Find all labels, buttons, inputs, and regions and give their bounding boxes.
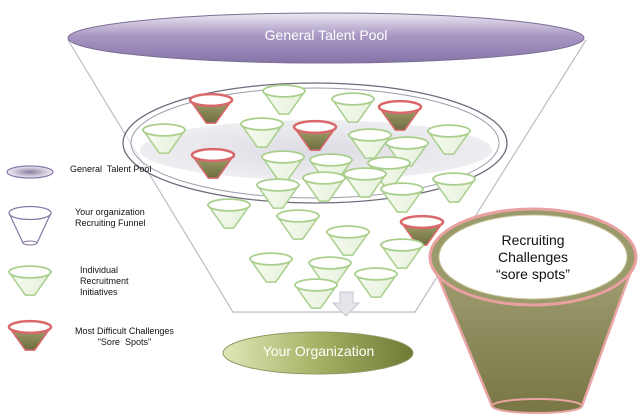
sore-spot-cup-22 <box>399 214 445 246</box>
initiative-cup-20 <box>206 198 252 229</box>
initiative-cup-24 <box>379 238 425 269</box>
initiative-cup-23 <box>325 225 371 256</box>
your-organization-label: Your Organization <box>262 343 375 359</box>
initiative-cup-10 <box>384 136 430 167</box>
legend-pool-label: General Talent Pool <box>70 164 152 174</box>
general-talent-pool-label: General Talent Pool <box>264 27 388 43</box>
legend-sore-spot-icon <box>7 319 53 351</box>
initiative-cup-12 <box>260 150 306 181</box>
legend-initiatives-label: Individual Recruitment Initiatives <box>80 265 129 297</box>
initiative-cup-2 <box>261 84 307 115</box>
initiative-cup-21 <box>275 209 321 240</box>
initiative-cup-9 <box>426 124 472 155</box>
sore-spot-cup-7 <box>292 119 338 151</box>
sore-spot-cup-11 <box>190 147 236 179</box>
legend-funnel-icon <box>8 205 52 246</box>
initiative-cup-6 <box>239 117 285 148</box>
sore-spot-callout <box>428 207 638 414</box>
initiative-cup-19 <box>379 182 425 213</box>
callout-label: Recruiting Challenges “sore spots” <box>496 232 570 282</box>
initiative-cup-16 <box>301 171 347 202</box>
initiative-cup-5 <box>141 123 187 154</box>
initiative-cup-18 <box>431 172 477 203</box>
initiative-cup-8 <box>347 128 393 159</box>
recruitment-initiatives <box>141 84 477 309</box>
legend-sore-spot-cup <box>7 319 53 351</box>
initiative-cup-27 <box>353 267 399 298</box>
initiative-cup-17 <box>342 167 388 198</box>
initiative-cup-25 <box>248 252 294 283</box>
your-organization <box>222 331 414 375</box>
general-talent-pool <box>67 12 585 64</box>
legend-initiative-cup <box>7 265 53 296</box>
sore-spot-cup-1 <box>188 92 234 124</box>
legend-initiative-icon <box>7 265 53 296</box>
legend-funnel-label: Your organization Recruiting Funnel <box>75 207 146 228</box>
sore-spot-cup-4 <box>377 99 423 131</box>
legend-sore-label: Most Difficult Challenges "Sore Spots" <box>75 326 174 347</box>
initiative-cup-3 <box>330 92 376 123</box>
initiative-cup-28 <box>293 278 339 309</box>
legend-pool-icon <box>6 165 54 179</box>
initiative-cup-15 <box>255 178 301 209</box>
